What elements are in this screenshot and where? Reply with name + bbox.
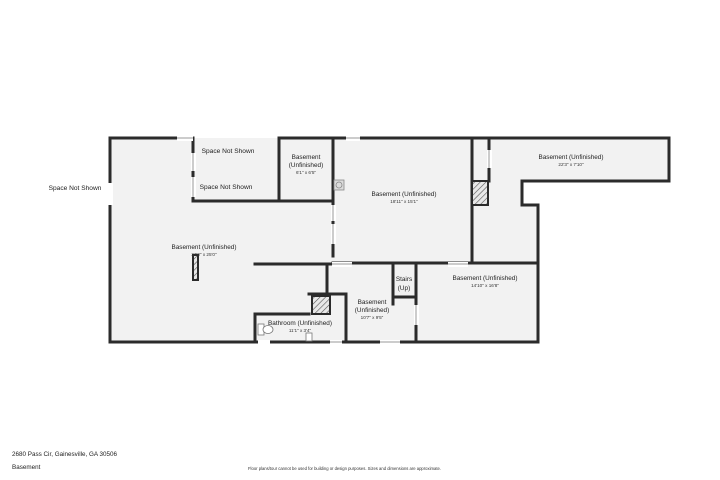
svg-text:10'7" x 9'5": 10'7" x 9'5" [361,315,384,320]
svg-text:Basement: Basement [292,154,321,161]
svg-text:Basement: Basement [358,299,387,306]
svg-text:(Unfinished): (Unfinished) [355,307,389,314]
svg-text:Basement (Unfinished): Basement (Unfinished) [171,244,236,251]
exterior-label-middle: Space Not Shown [200,184,253,191]
disclaimer-text: Floor plans/tour cannot be used for buil… [248,466,441,471]
room-center: Basement (Unfinished) 18'11" x 15'1" [371,191,436,204]
opening-marks [177,137,490,343]
svg-text:(Unfinished): (Unfinished) [289,162,323,169]
svg-text:22'3" x 7'10": 22'3" x 7'10" [558,162,584,167]
level-label: Basement [12,464,41,471]
svg-text:Stairs: Stairs [396,276,412,283]
room-stairs: Stairs (Up) [396,276,412,292]
svg-text:18'11" x 15'1": 18'11" x 15'1" [390,199,418,204]
water-heater-icon [333,179,345,191]
floor-plan: Space Not Shown Space Not Shown Space No… [49,136,671,345]
exterior-label-left: Space Not Shown [49,185,102,192]
svg-text:Basement (Unfinished): Basement (Unfinished) [371,191,436,198]
floor-fill [110,138,669,342]
room-bathroom: Bathroom (Unfinished) 11'1" x 3'4" [268,320,332,333]
structural-blocks [192,180,489,315]
svg-text:Bathroom (Unfinished): Bathroom (Unfinished) [268,320,332,327]
sink-icon [305,332,313,342]
svg-text:(Up): (Up) [398,285,410,292]
room-lower: Basement (Unfinished) 10'7" x 9'5" [355,299,389,320]
svg-text:Basement (Unfinished): Basement (Unfinished) [538,154,603,161]
toilet-icon [257,323,274,336]
svg-text:14'10" x 16'8": 14'10" x 16'8" [471,283,499,288]
exterior-walls [108,136,671,344]
room-small: Basement (Unfinished) 6'1" x 6'5" [289,154,323,175]
svg-text:Basement (Unfinished): Basement (Unfinished) [452,275,517,282]
svg-text:27'0" x 25'0": 27'0" x 25'0" [191,252,217,257]
room-east: Basement (Unfinished) 22'3" x 7'10" [538,154,603,167]
svg-text:11'1" x 3'4": 11'1" x 3'4" [289,328,312,333]
room-southeast: Basement (Unfinished) 14'10" x 16'8" [452,275,517,288]
svg-text:6'1" x 6'5": 6'1" x 6'5" [296,170,316,175]
address-label: 2680 Pass Cir, Gainesville, GA 30506 [12,451,118,458]
exterior-label-top: Space Not Shown [202,148,255,155]
room-main: Basement (Unfinished) 27'0" x 25'0" [171,244,236,257]
